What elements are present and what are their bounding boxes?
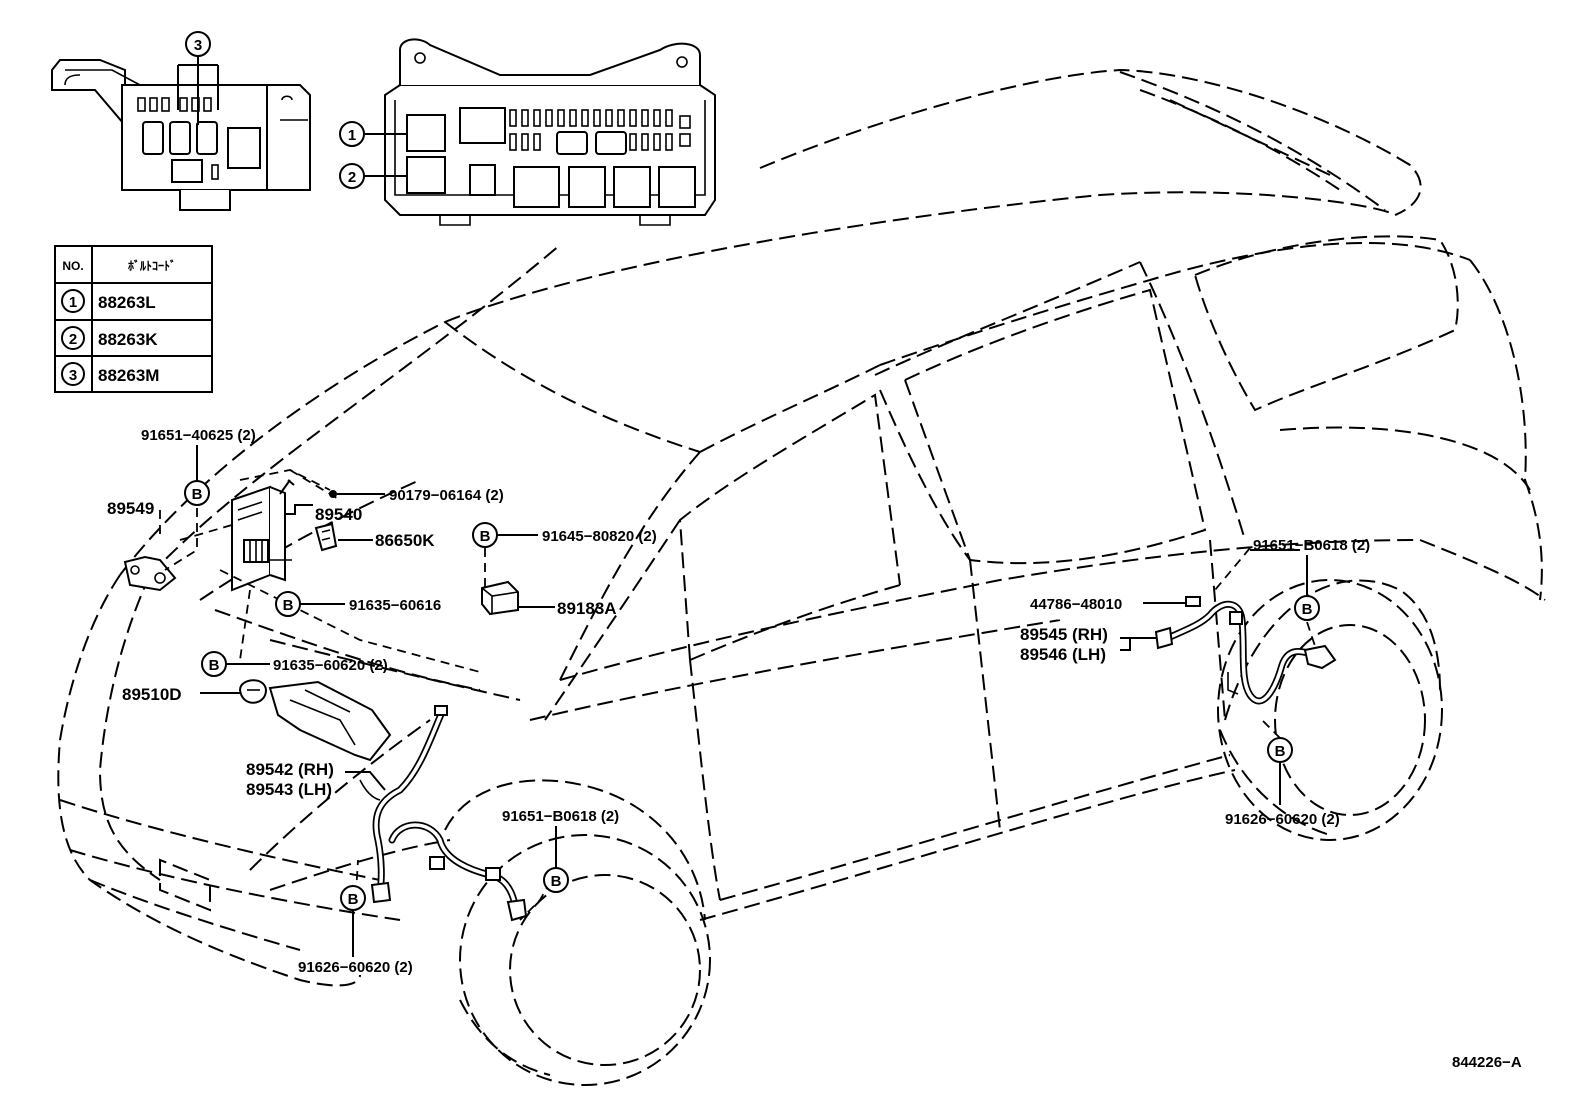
leader-dashes [159, 508, 1319, 921]
table-row-no: 2 [69, 331, 77, 348]
bolt-marker: B [184, 445, 210, 506]
bolt-marker: B [1267, 737, 1293, 805]
bolt-marker: B [543, 826, 569, 893]
bolt-marker: B [275, 591, 301, 617]
label-91651-B0618-rear: 91651−B0618 (2) [1253, 537, 1370, 554]
label-91635-60620: 91635−60620 (2) [273, 657, 388, 674]
label-89543: 89543 (LH) [246, 780, 332, 799]
label-91645-80820: 91645−80820 (2) [542, 528, 657, 545]
svg-text:2: 2 [348, 169, 356, 186]
drawing-number: 844226−A [1452, 1054, 1522, 1071]
vehicle-outline [57, 68, 1546, 1086]
leader-lines [200, 493, 1300, 791]
cabin-relay-block [51, 59, 311, 211]
label-91626-60620-front: 91626−60620 (2) [298, 959, 413, 976]
label-86650K: 86650K [375, 531, 435, 550]
table-row-no: 1 [69, 294, 77, 311]
svg-text:B: B [209, 657, 220, 674]
table-row-code: 88263K [98, 330, 158, 349]
abs-ecu-assembly [123, 469, 519, 762]
label-89545: 89545 (RH) [1020, 625, 1108, 644]
engine-room-relay-block [384, 38, 716, 226]
svg-text:3: 3 [194, 37, 202, 54]
bolt-marker: B [1294, 555, 1320, 621]
label-89542: 89542 (RH) [246, 760, 334, 779]
svg-text:B: B [480, 528, 491, 545]
svg-text:B: B [1302, 601, 1313, 618]
label-90179-06164: 90179−06164 (2) [389, 487, 504, 504]
svg-text:B: B [283, 597, 294, 614]
bolt-marker: B [340, 885, 366, 957]
label-91635-60616: 91635−60616 [349, 597, 441, 614]
front-speed-sensor-harness [359, 705, 528, 922]
label-91626-60620-rear: 91626−60620 (2) [1225, 811, 1340, 828]
callout-2: 2 [339, 163, 407, 189]
table-row-no: 3 [69, 367, 77, 384]
label-89546: 89546 (LH) [1020, 645, 1106, 664]
callout-3: 3 [177, 31, 219, 125]
table-row-code: 88263L [98, 293, 156, 312]
label-89183A: 89183A [557, 599, 617, 618]
svg-text:B: B [1275, 743, 1286, 760]
label-89540: 89540 [315, 505, 362, 524]
label-89549: 89549 [107, 499, 154, 518]
table-header-no: NO. [62, 259, 83, 273]
bolt-marker: B [472, 522, 498, 548]
label-91651-B0618-front: 91651−B0618 (2) [502, 808, 619, 825]
callout-1: 1 [339, 121, 407, 147]
rear-speed-sensor-harness [1154, 596, 1337, 705]
table-header-code: ﾎﾞﾙﾄｺｰﾄﾞ [128, 258, 176, 273]
label-89510D: 89510D [122, 685, 182, 704]
relay-table: NO. ﾎﾞﾙﾄｺｰﾄﾞ 1 88263L 2 88263K 3 88263M [54, 245, 213, 393]
bolt-marker: B [201, 651, 227, 677]
svg-text:B: B [192, 486, 203, 503]
label-91651-40625: 91651−40625 (2) [141, 427, 256, 444]
part-labels: 91651−40625 (2) 89549 90179−06164 (2) 89… [107, 427, 1522, 1071]
svg-text:B: B [551, 873, 562, 890]
table-row-code: 88263M [98, 366, 159, 385]
label-44786-48010: 44786−48010 [1030, 596, 1122, 613]
svg-text:B: B [348, 891, 359, 908]
svg-text:1: 1 [348, 127, 356, 144]
